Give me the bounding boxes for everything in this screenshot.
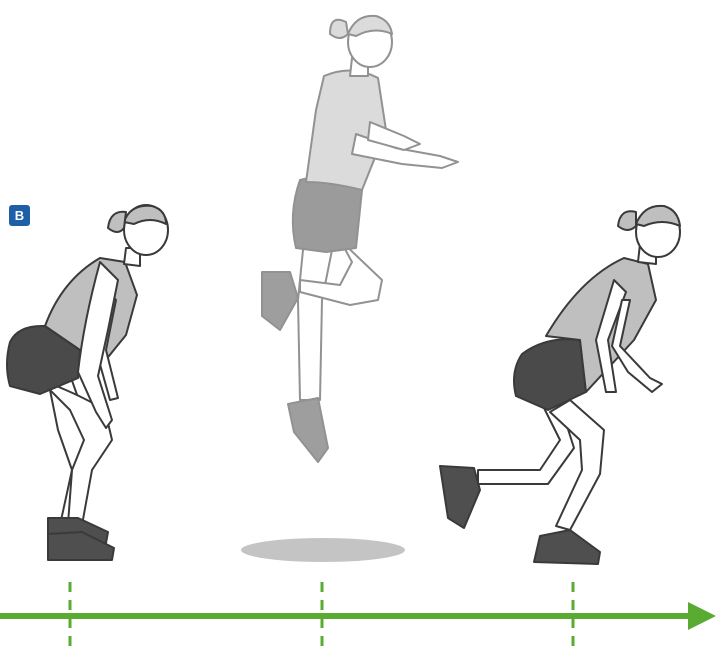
athlete-crouch-start bbox=[7, 205, 168, 560]
jump-shadow bbox=[241, 538, 405, 562]
timeline-arrow-head bbox=[688, 602, 716, 630]
athlete-single-leg-landing bbox=[440, 206, 680, 564]
timeline bbox=[0, 582, 716, 651]
athlete-mid-jump bbox=[262, 16, 458, 462]
